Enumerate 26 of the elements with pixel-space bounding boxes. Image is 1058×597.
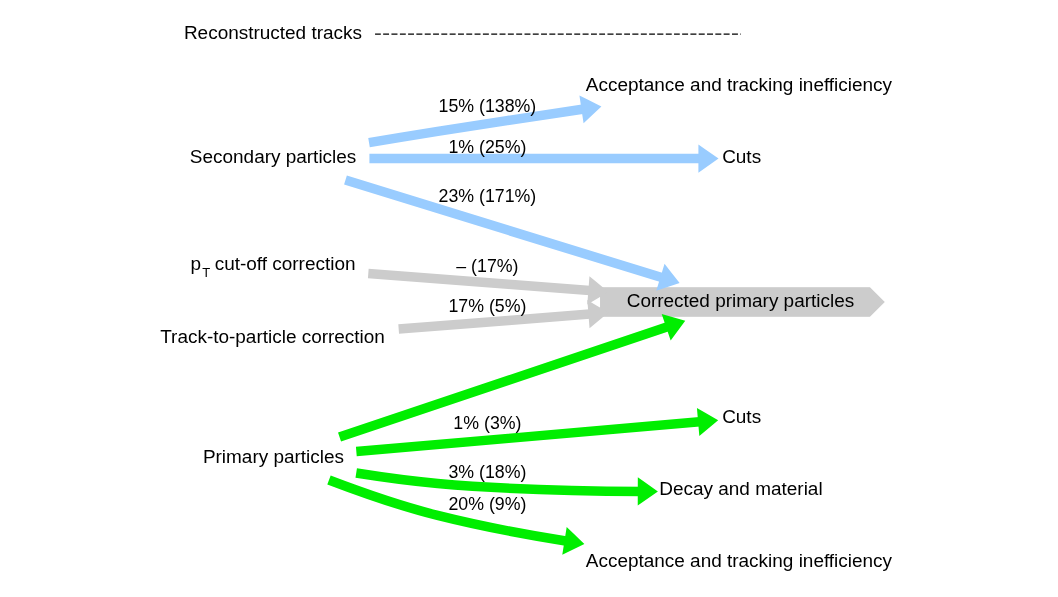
arrow: [355, 407, 718, 457]
edge-label: 17% (5%): [447, 295, 526, 316]
node-text: p$_{T}$ cut-off correction: [189, 252, 355, 281]
edge-label: 20% (9%): [447, 493, 526, 514]
edge-label: 1% (3%): [452, 412, 521, 433]
node-text: Primary particles: [202, 446, 344, 468]
node-text: Decay and material: [658, 478, 823, 500]
arrow: [326, 475, 584, 555]
edge-label: 3% (18%): [447, 461, 526, 482]
edge-label: – (17%): [455, 256, 519, 277]
node-text: Reconstructed tracks: [183, 21, 362, 43]
connector: [373, 33, 742, 35]
edge-label: 15% (138%): [438, 96, 536, 117]
edge-label: 1% (25%): [447, 136, 526, 157]
arrow: [368, 144, 719, 173]
node-text: Acceptance and tracking inefficiency: [585, 550, 892, 572]
arrow: [367, 95, 601, 148]
arrow: [343, 175, 680, 291]
arrow: [355, 468, 658, 506]
edge-label: 23% (171%): [438, 186, 536, 207]
node-text: Track-to-particle correction: [159, 326, 385, 348]
node-text: Acceptance and tracking inefficiency: [585, 73, 892, 95]
node-text: Secondary particles: [189, 146, 356, 168]
arrow: [337, 313, 685, 442]
node-text: Cuts: [721, 146, 761, 168]
node-text: Cuts: [721, 405, 761, 427]
